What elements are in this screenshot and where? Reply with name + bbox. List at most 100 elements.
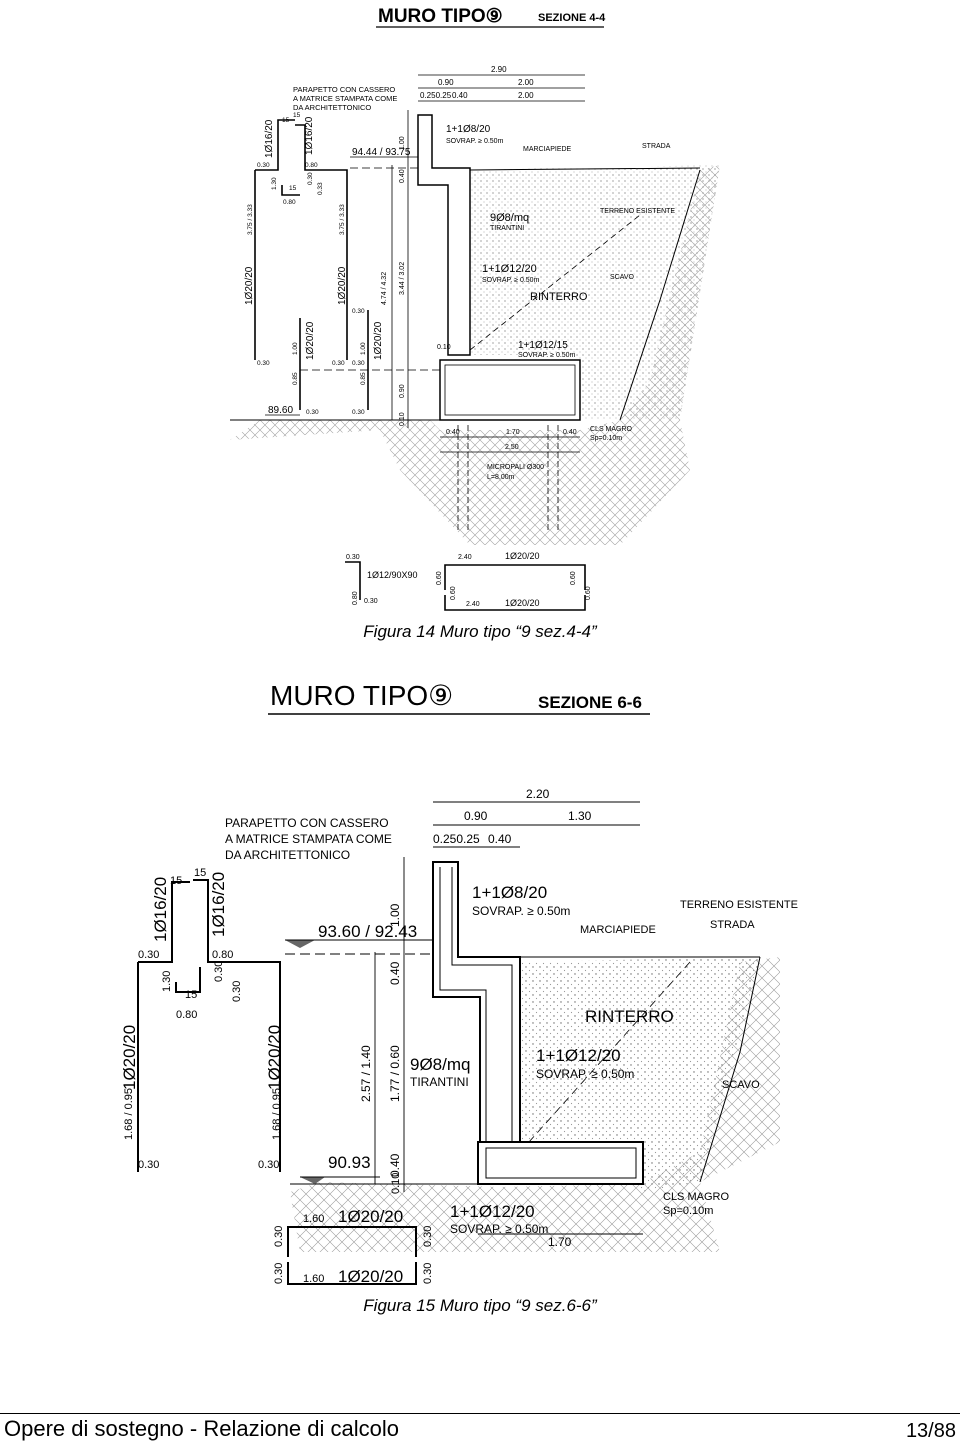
top-sovrap2-label: SOVRAP. ≥ 0.50m xyxy=(472,904,570,918)
bdim-0-85-b: 0.85 xyxy=(360,372,367,385)
base-dim-0-40-right: 0.40 xyxy=(563,429,577,436)
bdim2-0-30-e: 0.30 xyxy=(258,1159,279,1171)
parapet-label-3: DA ARCHITETTONICO xyxy=(293,103,371,112)
top-dimensions-2 xyxy=(433,801,640,848)
u-bars-2 xyxy=(287,1226,417,1285)
wall-footing-2 xyxy=(477,1141,644,1185)
parapet-label-2: A MATRICE STAMPATA COME xyxy=(293,94,397,103)
u-dim-0-60-a: 0.60 xyxy=(436,571,443,585)
bdim-15-b: 15 xyxy=(293,112,301,119)
bar-label-1016-a: 1Ø16/20 xyxy=(264,119,275,158)
bar-label-1020-b: 1Ø20/20 xyxy=(337,266,348,305)
tiranti-label: TIRANTINI xyxy=(490,225,524,232)
bar2-label-1016-b: 1Ø16/20 xyxy=(209,872,228,937)
strada2-label: STRADA xyxy=(710,919,755,931)
foot-dim-0-80: 0.80 xyxy=(352,591,359,605)
bdim2-1-30: 1.30 xyxy=(161,971,173,992)
micropali-label: MICROPALI Ø300 xyxy=(487,464,544,471)
drawing-sezione-6-6: MURO TIPO⑨ SEZIONE 6-6 2.20 0.90 1.30 0.… xyxy=(120,680,798,1286)
terreno-label: TERRENO ESISTENTE xyxy=(600,208,675,215)
bdim2-0-80-a: 0.80 xyxy=(212,949,233,961)
vdim-0-40: 0.40 xyxy=(399,169,406,183)
bdim-15-a: 15 xyxy=(282,117,290,124)
vdim-0-90: 0.90 xyxy=(399,384,406,398)
bar-label-1020-c: 1Ø20/20 xyxy=(305,321,316,360)
u-dim-0-60-b: 0.60 xyxy=(570,571,577,585)
mid-rebar-label: 1+1Ø12/20 xyxy=(482,263,537,275)
top-rebar2-label: 1+1Ø8/20 xyxy=(472,883,547,902)
base-dim-1-70: 1.70 xyxy=(506,429,520,436)
dim-0-25: 0.250.25 xyxy=(420,91,452,100)
bdim2-15-a: 15 xyxy=(170,875,182,887)
terreno2-label: TERRENO ESISTENTE xyxy=(680,899,798,911)
mid-rebar2-label: 1+1Ø12/20 xyxy=(536,1046,621,1065)
bdim2-15-c: 15 xyxy=(185,989,197,1001)
bdim-1-00-b: 1.00 xyxy=(360,342,367,355)
vdim-1-00: 1.00 xyxy=(399,136,406,150)
cls-sp-label: Sp=0.10m xyxy=(590,435,622,442)
figure1-section: SEZIONE 4-4 xyxy=(538,12,606,24)
parapet-label-1: PARAPETTO CON CASSERO xyxy=(293,85,395,94)
existing-ground xyxy=(230,165,720,545)
bdim-0-33: 0.33 xyxy=(317,182,324,195)
bar-label-1016-b: 1Ø16/20 xyxy=(304,116,315,155)
figure2-caption: Figura 15 Muro tipo “9 sez.6-6” xyxy=(363,1296,597,1315)
existing-ground-2 xyxy=(290,957,780,1252)
bdim-3-75-a: 3.75 / 3.33 xyxy=(247,204,254,235)
base-sovrap2-label: SOVRAP. ≥ 0.50m xyxy=(450,1222,548,1236)
u2-dim-0-30-b: 0.30 xyxy=(422,1226,434,1247)
elevation-top: 94.44 / 93.75 xyxy=(352,147,411,158)
dim2-0-25: 0.250.25 xyxy=(433,832,480,846)
u2-bar-top-label: 1Ø20/20 xyxy=(338,1207,403,1226)
micropali-length-label: L=8.00m xyxy=(487,474,515,481)
bdim-3-75-b: 3.75 / 3.33 xyxy=(339,204,346,235)
u2-dim-1-60-b: 1.60 xyxy=(303,1273,324,1285)
foot-bar-shapes xyxy=(345,561,586,611)
figure-sezione-4-4: MURO TIPO⑨ SEZIONE 4-4 2.90 0.90 2.00 0.… xyxy=(0,0,960,615)
rinterro2-label: RINTERRO xyxy=(585,1007,674,1026)
bdim2-0-30-d: 0.30 xyxy=(138,1159,159,1171)
foot-bar-label: 1Ø12/90X90 xyxy=(367,570,418,580)
bdim-0-30-h: 0.30 xyxy=(352,360,365,367)
vdim2-0-10: 0.10 xyxy=(390,1173,402,1194)
figure2-section: SEZIONE 6-6 xyxy=(538,693,642,712)
u-dim-2-40-b: 2.40 xyxy=(466,601,480,608)
base-sovrap-label: SOVRAP. ≥ 0.50m xyxy=(518,352,576,359)
base-dim-2-50: 2.50 xyxy=(505,444,519,451)
bdim-0-80-a: 0.80 xyxy=(305,162,318,169)
scavo2-label: SCAVO xyxy=(722,1079,760,1091)
top-sovrap-label: SOVRAP. ≥ 0.50m xyxy=(446,138,504,145)
bar-label-1020-d: 1Ø20/20 xyxy=(373,321,384,360)
vdim2-0-40: 0.40 xyxy=(388,961,402,985)
base2-dim-1-70: 1.70 xyxy=(548,1235,572,1249)
scavo-label: SCAVO xyxy=(610,274,635,281)
bdim2-0-30-b: 0.30 xyxy=(213,961,225,982)
vdim-4-74: 4.74 / 4.32 xyxy=(381,272,388,305)
bdim-0-80-b: 0.80 xyxy=(283,199,296,206)
marciapiede2-label: MARCIAPIEDE xyxy=(580,924,656,936)
vdim-0-10: 0.10 xyxy=(399,412,406,426)
dim2-1-30: 1.30 xyxy=(568,809,592,823)
drawing-sezione-4-4: MURO TIPO⑨ SEZIONE 4-4 2.90 0.90 2.00 0.… xyxy=(230,6,720,611)
u-dim-0-60-d: 0.60 xyxy=(585,586,592,600)
u-bar-top-label: 1Ø20/20 xyxy=(505,551,540,561)
vdim2-1-00: 1.00 xyxy=(388,903,402,927)
elevation-bottom: 89.60 xyxy=(268,405,293,416)
vdim2-0-40-b: 0.40 xyxy=(388,1153,402,1177)
figure2-title: MURO TIPO⑨ xyxy=(270,680,453,711)
tiranti2-rebar-label: 9Ø8/mq xyxy=(410,1055,470,1074)
dim2-2-20: 2.20 xyxy=(526,787,550,801)
u2-dim-0-30-c: 0.30 xyxy=(273,1263,285,1284)
u2-bar-bottom-label: 1Ø20/20 xyxy=(338,1267,403,1286)
bdim2-1-68-b: 1.68 / 0.95 xyxy=(271,1088,283,1140)
elevation2-top: 93.60 / 92.43 xyxy=(318,922,417,941)
dim-2-00-b: 2.00 xyxy=(518,91,534,100)
dim2-0-90: 0.90 xyxy=(464,809,488,823)
mid-sovrap2-label: SOVRAP. ≥ 0.50m xyxy=(536,1067,634,1081)
dim-0-90: 0.90 xyxy=(438,78,454,87)
bdim-0-85-a: 0.85 xyxy=(292,372,299,385)
u-dim-2-40-a: 2.40 xyxy=(458,554,472,561)
dim-2-90: 2.90 xyxy=(491,65,507,74)
bdim-1-30: 1.30 xyxy=(271,177,278,190)
u-bar-bottom-label: 1Ø20/20 xyxy=(505,598,540,608)
